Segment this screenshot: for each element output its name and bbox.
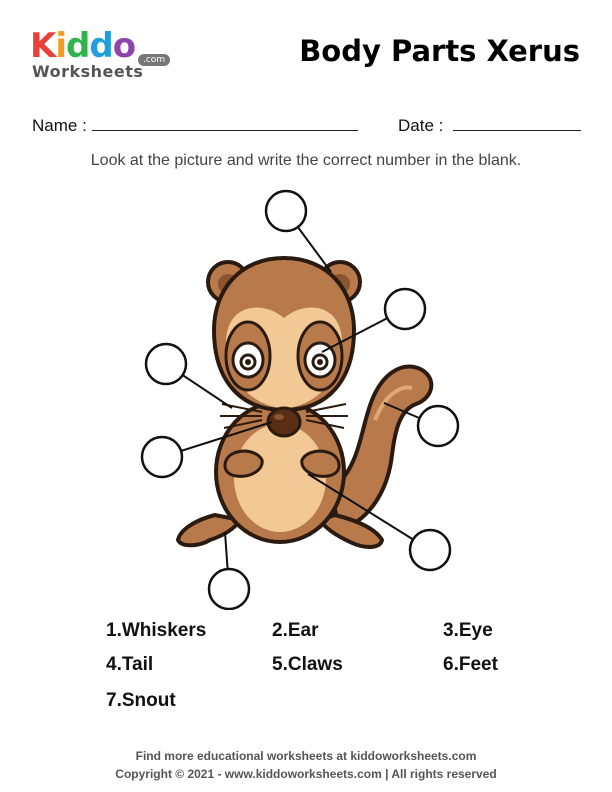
- xerus-right-paw: [300, 449, 341, 478]
- footer-line-2: Copyright © 2021 - www.kiddoworksheets.c…: [115, 767, 497, 781]
- xerus-tail: [327, 364, 434, 533]
- answer-circle: [408, 528, 452, 572]
- xerus-left-paw: [223, 449, 264, 478]
- brand-letter: K: [30, 26, 56, 66]
- option-item: 4.Tail: [106, 654, 154, 675]
- answer-circle: [416, 404, 460, 448]
- answer-circle: [264, 189, 308, 233]
- brand-com-badge: .com: [138, 54, 171, 66]
- xerus-eye-right: [303, 341, 337, 379]
- footer-line-1: Find more educational worksheets at kidd…: [135, 749, 477, 763]
- instruction-text: Look at the picture and write the correc…: [90, 152, 522, 169]
- xerus-left-foot: [175, 512, 244, 548]
- date-label: Date :: [398, 116, 444, 135]
- xerus-right-foot: [316, 512, 385, 549]
- option-item: 5.Claws: [272, 654, 343, 675]
- brand-letter: i: [55, 26, 67, 66]
- brand-letter: o: [112, 26, 136, 66]
- answer-circle: [207, 567, 251, 610]
- answer-circle: [144, 342, 188, 386]
- name-label: Name :: [32, 116, 87, 135]
- name-field[interactable]: [92, 130, 358, 131]
- answer-circle: [140, 435, 184, 479]
- option-item: 7.Snout: [106, 690, 176, 711]
- xerus-whiskers: [220, 403, 348, 429]
- brand-logo: Kiddo .com Worksheets: [30, 26, 180, 86]
- xerus-eye-left: [231, 341, 265, 379]
- xerus-illustration: [140, 189, 460, 610]
- xerus-snout: [266, 406, 302, 438]
- brand-letter: d: [66, 26, 90, 66]
- brand-letter: d: [89, 26, 113, 66]
- option-item: 1.Whiskers: [106, 620, 207, 641]
- xerus-belly: [234, 424, 326, 532]
- page-title: Body Parts Xerus: [299, 34, 580, 68]
- option-item: 2.Ear: [272, 620, 319, 641]
- brand-subtitle: Worksheets: [32, 62, 144, 81]
- option-item: 3.Eye: [443, 620, 493, 641]
- date-field[interactable]: [453, 130, 581, 131]
- brand-wordmark: Kiddo: [30, 26, 136, 66]
- option-item: 6.Feet: [443, 654, 498, 675]
- answer-circle: [383, 287, 427, 331]
